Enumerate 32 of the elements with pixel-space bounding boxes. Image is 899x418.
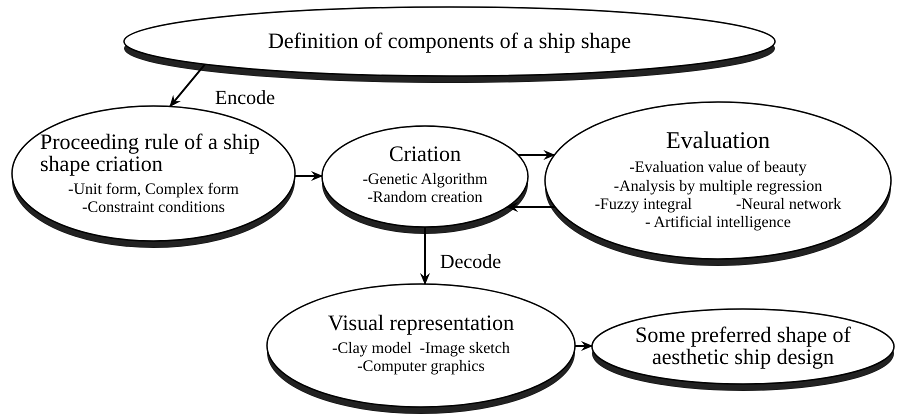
arrow (506, 202, 556, 212)
arrow (169, 64, 206, 108)
edge-label: Decode (440, 252, 502, 272)
arrow (575, 341, 594, 351)
node-item: -Genetic Algorithm (362, 170, 488, 189)
ellipse-node (122, 5, 777, 85)
node-title: Definition of components of a ship shape (268, 30, 631, 52)
node-title: Some preferred shape of aesthetic ship design (634, 324, 852, 368)
ellipse-node (265, 282, 577, 416)
node-item: -Unit form, Complex form (68, 180, 239, 199)
ellipse-node (543, 100, 893, 268)
arrow (294, 171, 323, 181)
ellipse-node (320, 124, 530, 236)
node-item: -Computer graphics (357, 358, 485, 376)
node-item: -Image sketch (420, 340, 510, 358)
node-title: Proceeding rule of a ship shape criation (40, 130, 261, 175)
node-item: - Artificial intelligence (645, 214, 791, 233)
node-title: Visual representation (328, 312, 514, 334)
node-item: -Constraint conditions (82, 199, 225, 218)
node-item: -Clay model (332, 340, 412, 358)
ellipse-node (10, 104, 297, 250)
ellipse-node (590, 307, 896, 393)
node-item: -Neural network (736, 196, 842, 214)
node-item: -Fuzzy integral (594, 196, 692, 214)
node-item: -Random creation (367, 189, 483, 208)
node-title: Criation (388, 142, 462, 165)
arrow (420, 227, 430, 286)
node-item: -Analysis by multiple regression (614, 178, 822, 196)
edge-label: Encode (215, 88, 275, 108)
node-item: -Evaluation value of beauty (629, 159, 807, 178)
node-title: Evaluation (666, 129, 770, 154)
arrow (518, 150, 556, 160)
